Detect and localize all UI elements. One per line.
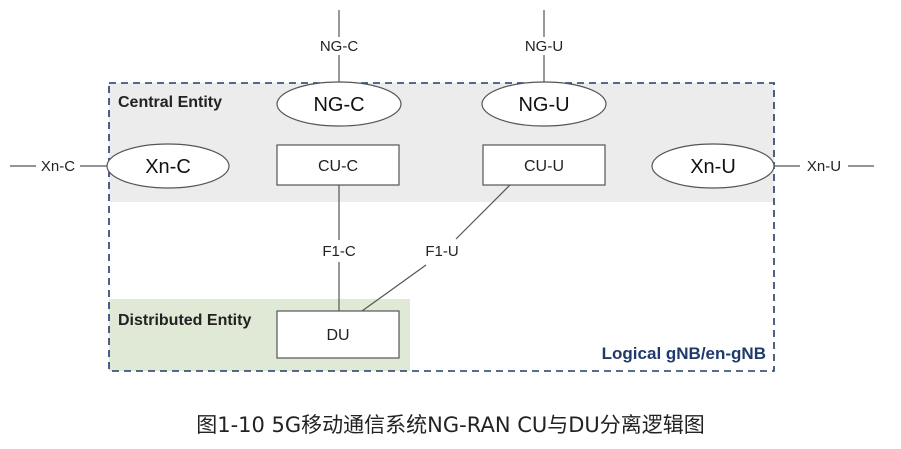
cu-u-label: CU-U — [524, 158, 564, 175]
f1-u-link-lower — [361, 264, 427, 312]
central-entity-label: Central Entity — [118, 94, 222, 111]
central-entity-region — [109, 83, 774, 202]
ng-c-top-label: NG-C — [320, 38, 358, 55]
logical-gnb-label: Logical gNB/en-gNB — [602, 344, 766, 363]
xn-u-right-label: Xn-U — [807, 158, 841, 175]
distributed-entity-label: Distributed Entity — [118, 312, 251, 329]
f1-u-label: F1-U — [425, 243, 458, 260]
f1-u-link-upper — [455, 184, 511, 240]
cu-u-box — [482, 144, 606, 186]
f1-c-label: F1-C — [322, 243, 356, 260]
ng-u-ellipse — [481, 81, 607, 127]
cu-c-box — [276, 144, 400, 186]
ng-c-ellipse-label: NG-C — [313, 94, 364, 116]
ng-u-ellipse-label: NG-U — [518, 94, 569, 116]
xn-c-left-label: Xn-C — [41, 158, 75, 175]
xn-c-ellipse — [106, 143, 230, 189]
xn-u-ellipse-label: Xn-U — [690, 156, 736, 178]
cu-c-label: CU-C — [318, 158, 358, 175]
xn-u-ellipse — [651, 143, 775, 189]
du-box — [276, 310, 400, 359]
xn-c-ellipse-label: Xn-C — [145, 156, 191, 178]
du-label: DU — [326, 327, 349, 344]
logical-gnb-boundary — [108, 82, 775, 372]
figure-caption: 图1-10 5G移动通信系统NG-RAN CU与DU分离逻辑图 — [196, 413, 705, 437]
ng-u-top-label: NG-U — [525, 38, 563, 55]
ng-c-ellipse — [276, 81, 402, 127]
